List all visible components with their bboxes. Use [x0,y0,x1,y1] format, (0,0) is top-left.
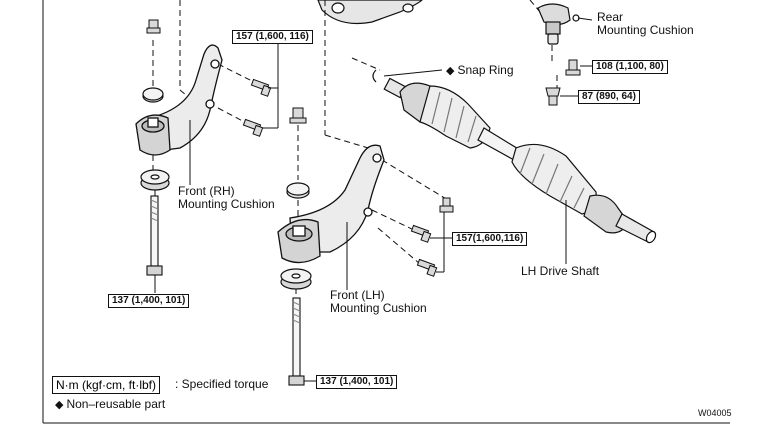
front-lh-label-line1: Front (LH) [330,288,385,302]
lh-bolt-1 [439,197,454,213]
front-lh-mounting-cushion [277,144,385,264]
rear-mounting-cushion [537,3,580,45]
lh-bolt-3 [416,258,438,277]
rh-torque-leader [262,42,279,129]
rh-top-nut [146,19,161,34]
rear-bolt-top [565,59,581,76]
front-lh-label-line2: Mounting Cushion [330,301,427,315]
torque-lh-long-bolt: 137 (1,400, 101) [316,375,398,389]
front-rh-mounting-cushion [135,44,223,156]
rear-mount-label-line1: Rear [597,10,624,24]
snap-ring-label: ◆Snap Ring [446,64,514,78]
lh-washer [286,182,310,199]
lh-long-bolt [288,297,305,386]
snap-ring-text: Snap Ring [457,63,514,77]
torque-rh-bolts: 157 (1,600, 116) [232,30,313,44]
drive-shaft-label: LH Drive Shaft [521,264,600,278]
front-rh-label-line1: Front (RH) [178,184,235,198]
rh-bolt-2 [242,118,264,137]
lh-torque-leader [430,212,452,273]
figure-code: W04005 [698,408,732,418]
legend-diamond-icon: ◆ [55,399,64,411]
rh-bolt-1 [250,78,272,97]
torque-rear-bottom: 87 (890, 64) [578,90,640,104]
non-reusable-text: Non–reusable part [66,397,166,411]
engine-part-top [317,0,423,25]
dashed-guides-lh [324,0,449,265]
lh-drive-shaft [383,77,657,244]
rh-standalone-nut [289,107,307,124]
torque-rh-long-bolt: 137 (1,400, 101) [108,294,190,308]
torque-rear-top: 108 (1,100, 80) [592,60,668,74]
dashed-guides-rh [152,0,299,300]
snap-ring [372,69,443,83]
torque-unit-box: N·m (kgf·cm, ft·lbf) [52,376,160,394]
torque-lh-bolts: 157(1,600,116) [452,232,528,246]
lh-lower-cushion [280,268,312,290]
lh-bolt-2 [410,224,432,243]
front-rh-label: Front (RH) Mounting Cushion [178,185,275,211]
rear-mount-label-line2: Mounting Cushion [597,23,694,37]
rear-bolt-bottom [545,87,561,106]
front-lh-label: Front (LH) Mounting Cushion [330,289,427,315]
rh-lower-cushion [140,169,170,191]
non-reusable-diamond-icon: ◆ [446,65,455,77]
front-rh-label-line2: Mounting Cushion [178,197,275,211]
rh-washer [142,87,164,103]
rear-mount-label: Rear Mounting Cushion [597,11,694,37]
non-reusable-legend: ◆Non–reusable part [55,398,165,412]
rh-long-bolt [146,195,163,276]
torque-unit-description: : Specified torque [175,377,269,391]
